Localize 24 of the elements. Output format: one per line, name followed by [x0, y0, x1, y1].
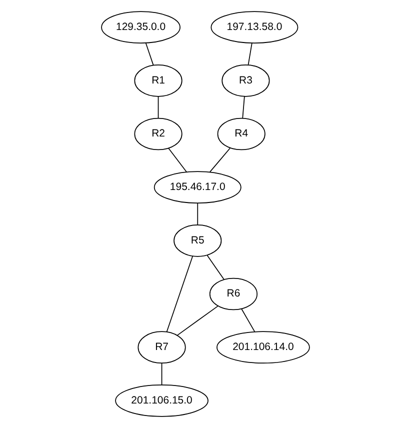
node-ellipse: 195.46.17.0: [154, 171, 242, 204]
node-ellipse: 197.13.58.0: [210, 11, 298, 44]
node-ellipse: R2: [134, 118, 182, 150]
connector: [161, 362, 162, 386]
node-ellipse: 201.106.14.0: [216, 331, 310, 364]
connector: [248, 42, 252, 66]
connector: [242, 96, 245, 118]
connector: [145, 42, 154, 66]
node-ellipse: R3: [222, 64, 270, 97]
connector: [168, 148, 188, 173]
connector: [166, 256, 194, 332]
node-ellipse: 201.106.15.0: [115, 384, 208, 417]
connector: [176, 306, 218, 336]
node-ellipse: R5: [174, 224, 222, 257]
node-ellipse: R1: [134, 64, 182, 97]
connector: [241, 308, 256, 332]
connector: [209, 148, 231, 172]
connector: [206, 254, 224, 280]
connector: [158, 96, 159, 118]
node-ellipse: 129.35.0.0: [101, 11, 180, 44]
connector: [197, 202, 198, 226]
node-ellipse: R4: [217, 118, 266, 150]
node-ellipse: R7: [138, 331, 186, 364]
node-ellipse: R6: [209, 278, 258, 310]
